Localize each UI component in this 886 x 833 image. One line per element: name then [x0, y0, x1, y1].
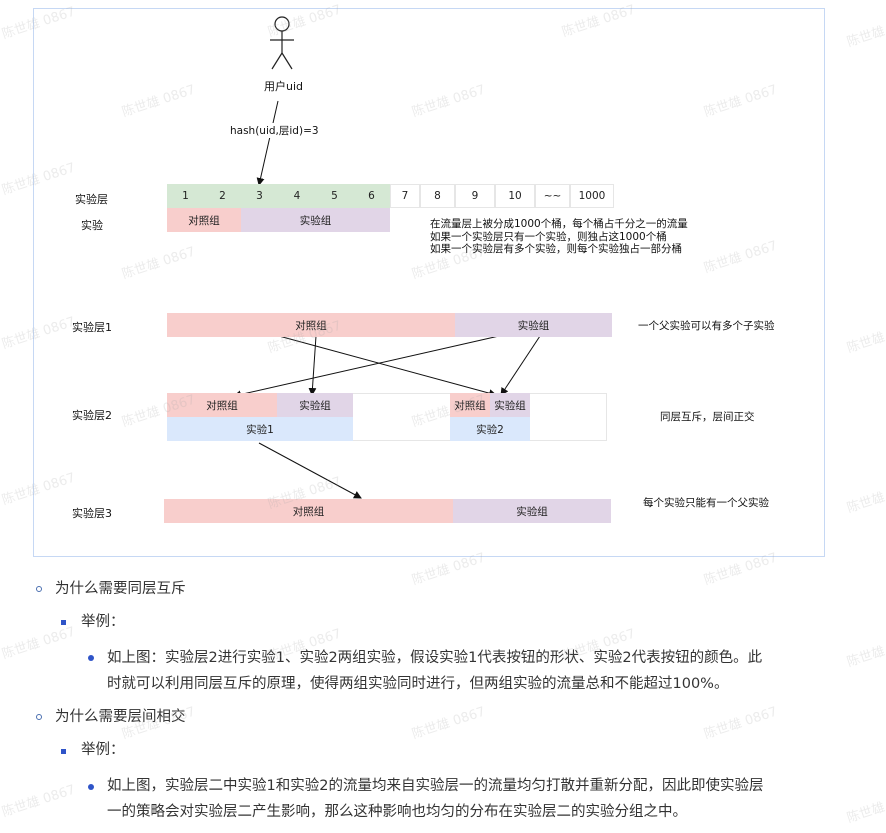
- bucket-note: 在流量层上被分成1000个桶，每个桶占千分之一的流量 如果一个实验层只有一个实验…: [430, 218, 688, 256]
- arrow-l1-treatment-to-exp2-treatment: [500, 335, 541, 396]
- layer2-exp2-treatment: 实验组: [490, 393, 530, 417]
- row-label-layer2: 实验层2: [72, 409, 112, 422]
- watermark: 陈世雄 0867: [845, 788, 886, 827]
- top-treatment-group: 实验组: [241, 208, 390, 232]
- layer2-exp1-control: 对照组: [167, 393, 277, 417]
- layer2-exp2-control: 对照组: [450, 393, 490, 417]
- bucket-cell: 9: [455, 184, 495, 208]
- hash-label: hash(uid,层id)=3: [230, 123, 319, 138]
- watermark: 陈世雄 0867: [845, 318, 886, 357]
- list-item-q2-example: 举例：: [81, 742, 125, 758]
- list-item-q2-example-text-line1: 如上图，实验层二中实验1和实验2的流量均来自实验层一的流量均匀打散并重新分配，因…: [107, 778, 764, 794]
- bullet-dot-icon: [88, 655, 94, 661]
- list-item-q1-example: 举例：: [81, 614, 125, 630]
- row-label-layer: 实验层: [75, 193, 108, 206]
- watermark: 陈世雄 0867: [845, 478, 886, 517]
- bucket-cell: 4: [278, 184, 316, 208]
- layer2-note: 同层互斥，层间正交: [660, 411, 755, 423]
- arrow-exp1-to-layer3: [258, 442, 362, 499]
- bullet-hollow-icon: [36, 586, 42, 592]
- layer2-exp1-label: 实验1: [167, 417, 353, 441]
- layer2-exp1-treatment: 实验组: [277, 393, 353, 417]
- bucket-cell: 3: [241, 184, 278, 208]
- bucket-cell: 2: [204, 184, 241, 208]
- arrow-l1-treatment-to-exp1-control: [233, 335, 500, 399]
- bullet-square-icon: [61, 620, 66, 625]
- layer1-control-group: 对照组: [167, 313, 455, 337]
- bucket-note-line: 如果一个实验层只有一个实验，则独占这1000个桶: [430, 230, 667, 243]
- list-item-q1: 为什么需要同层互斥: [55, 581, 186, 597]
- bucket-cell: 1: [167, 184, 204, 208]
- watermark: 陈世雄 0867: [0, 624, 78, 663]
- list-item-q2-example-text-line2: 一的策略会对实验层二产生影响，那么这种影响也均匀的分布在实验层二的实验分组之中。: [107, 804, 687, 820]
- list-item-q2: 为什么需要层间相交: [55, 709, 186, 725]
- bucket-note-line: 在流量层上被分成1000个桶，每个桶占千分之一的流量: [430, 218, 688, 230]
- top-control-group: 对照组: [167, 208, 241, 232]
- bucket-cell: 7: [390, 184, 420, 208]
- bucket-cell: 5: [316, 184, 353, 208]
- bucket-cell: ~~: [535, 184, 570, 208]
- arrow-l1-control-to-exp1-treatment: [308, 335, 317, 396]
- bullet-square-icon: [61, 749, 66, 754]
- bucket-cell: 6: [353, 184, 390, 208]
- bucket-cell: 8: [420, 184, 455, 208]
- list-item-q1-example-text-line2: 时就可以利用同层互斥的原理，使得两组实验同时进行，但两组实验的流量总和不能超过1…: [107, 676, 729, 692]
- watermark: 陈世雄 0867: [0, 782, 78, 821]
- row-label-experiment: 实验: [81, 219, 103, 232]
- experiment-layer-diagram: 用户uid hash(uid,层id)=3 实验层 实验 实验层1 实验层2 实…: [33, 8, 825, 557]
- bucket-cell: 1000: [570, 184, 614, 208]
- layer1-treatment-group: 实验组: [455, 313, 612, 337]
- bullet-dot-icon: [88, 784, 94, 790]
- watermark: 陈世雄 0867: [702, 704, 780, 743]
- row-label-layer1: 实验层1: [72, 321, 112, 334]
- row-label-layer3: 实验层3: [72, 507, 112, 520]
- layer3-note: 每个实验只能有一个父实验: [643, 497, 769, 509]
- watermark: 陈世雄 0867: [845, 632, 886, 671]
- diagram-arrows: [233, 16, 541, 499]
- layer3-treatment-group: 实验组: [453, 499, 611, 523]
- hash-arrow: [256, 100, 279, 186]
- list-item-q1-example-text-line1: 如上图：实验层2进行实验1、实验2两组实验，假设实验1代表按钮的形状、实验2代表…: [107, 650, 763, 666]
- layer2-exp2-label: 实验2: [450, 417, 530, 441]
- arrow-l1-control-to-exp2-control: [278, 335, 497, 398]
- user-uid-label: 用户uid: [264, 80, 304, 93]
- bucket-note-line: 如果一个实验层有多个实验，则每个实验独占一部分桶: [430, 243, 682, 255]
- watermark: 陈世雄 0867: [410, 704, 488, 743]
- layer1-note: 一个父实验可以有多个子实验: [638, 320, 775, 332]
- layer3-control-group: 对照组: [164, 499, 453, 523]
- bucket-cell: 10: [495, 184, 535, 208]
- user-stick-figure: [270, 16, 294, 70]
- bucket-row: 1 2 3 4 5 6 7 8 9 10 ~~ 1000: [167, 184, 614, 208]
- bullet-hollow-icon: [36, 714, 42, 720]
- watermark: 陈世雄 0867: [845, 12, 886, 51]
